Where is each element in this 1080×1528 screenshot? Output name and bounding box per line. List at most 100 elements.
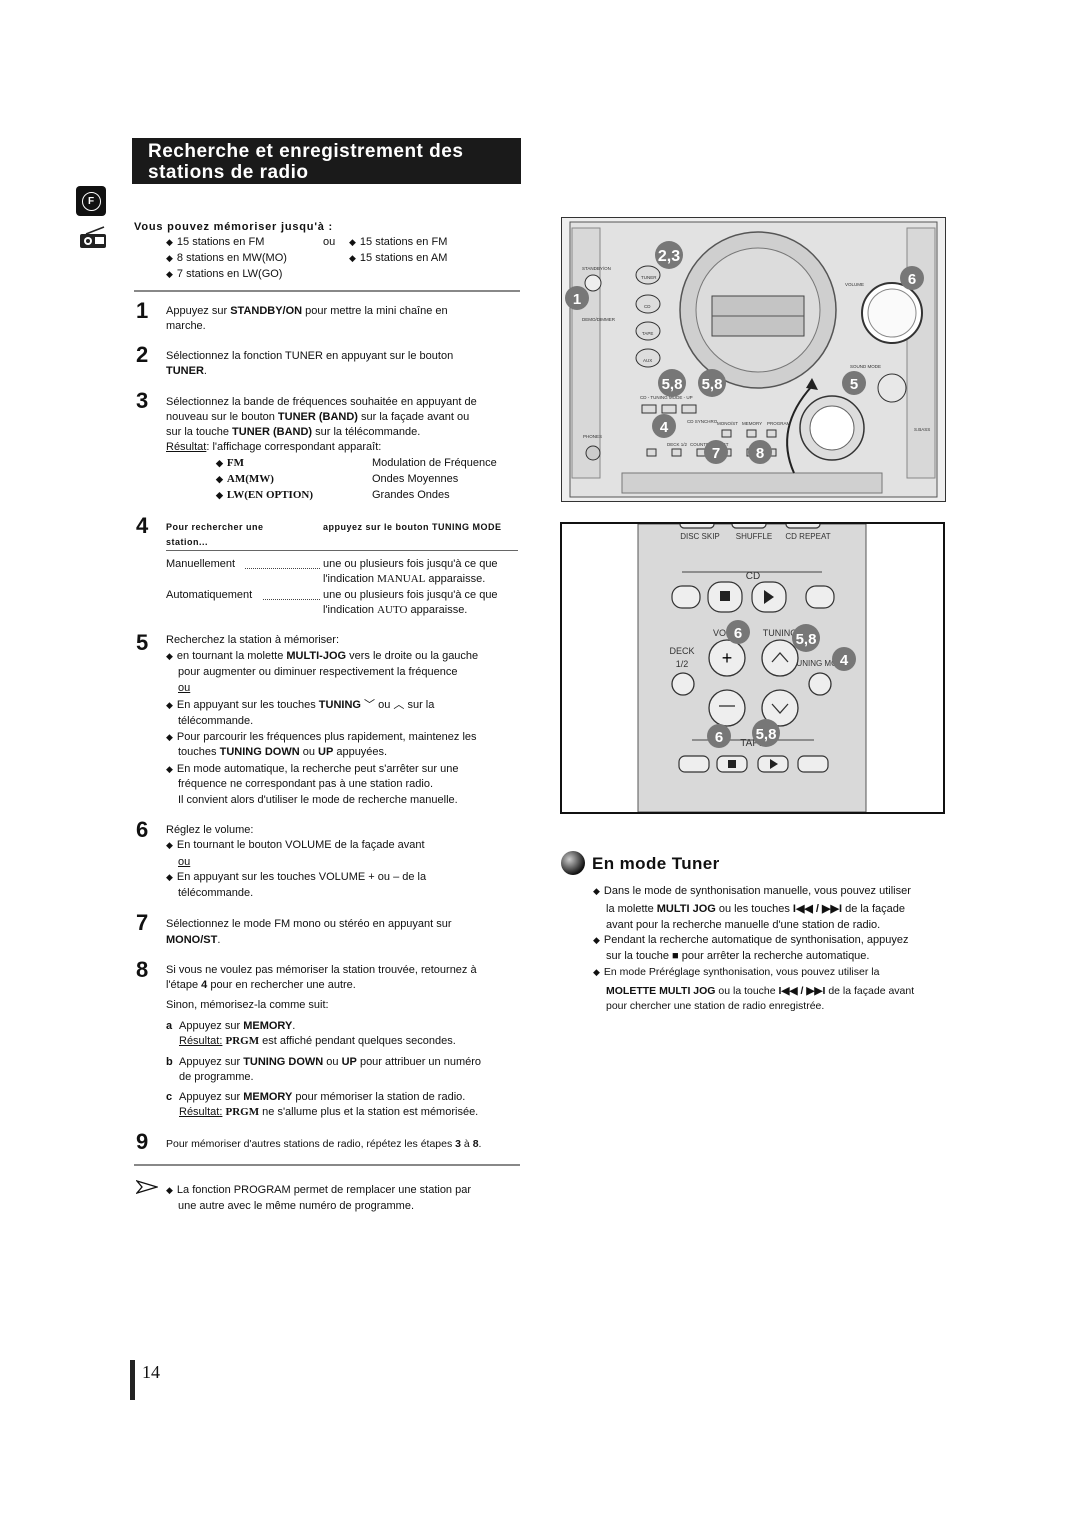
substep-letter-a: a <box>166 1020 173 1032</box>
en-mode-p3-cont-2: pour chercher une station de radio enreg… <box>606 1000 825 1012</box>
step-2-text-cont: TUNER. <box>166 365 207 377</box>
substep-a: Appuyez sur MEMORY. <box>179 1020 296 1032</box>
step-6-line-1: Réglez le volume: <box>166 824 254 836</box>
memory-heading: Vous pouvez mémoriser jusqu'à : <box>134 221 333 233</box>
substep-c: Appuyez sur MEMORY pour mémoriser la sta… <box>179 1091 466 1103</box>
title-bar <box>132 138 521 184</box>
step-number-6: 6 <box>136 817 149 842</box>
svg-text:PHONES: PHONES <box>583 434 602 439</box>
svg-text:5,8: 5,8 <box>796 631 817 648</box>
step-5-bullet-4: En mode automatique, la recherche peut s… <box>166 762 459 776</box>
svg-text:TAPE: TAPE <box>642 331 653 336</box>
manual-label: Manuellement <box>166 558 236 570</box>
step-4-header-left-2: station... <box>166 537 209 547</box>
band-lw: LW(EN OPTION) <box>216 488 313 502</box>
svg-text:MEMORY: MEMORY <box>742 421 762 426</box>
svg-text:5,8: 5,8 <box>662 376 683 393</box>
radio-icon <box>80 226 106 248</box>
svg-text:CD SYNCHRO: CD SYNCHRO <box>687 419 718 424</box>
svg-text:MONO/ST: MONO/ST <box>717 421 738 426</box>
step-4-rule <box>166 550 518 551</box>
svg-text:6: 6 <box>734 625 742 642</box>
step-number-1: 1 <box>136 298 149 323</box>
step-5-line-1: Recherchez la station à mémoriser: <box>166 634 340 646</box>
auto-desc: une ou plusieurs fois jusqu'à ce que <box>323 589 498 601</box>
svg-text:DECK: DECK <box>669 646 694 656</box>
leader-dots <box>263 591 320 600</box>
title-line-1: Recherche et enregistrement des <box>148 141 464 162</box>
page-number-bar <box>130 1360 135 1400</box>
substep-letter-b: b <box>166 1056 173 1068</box>
band-am: AM(MW) <box>216 472 274 486</box>
language-badge: F <box>76 186 106 216</box>
substep-a-result: Résultat: PRGM est affiché pendant quelq… <box>179 1035 456 1047</box>
step-5-bullet-4-cont: fréquence ne correspondant pas à une sta… <box>178 778 434 790</box>
svg-text:CD - TUNING MODE - UP: CD - TUNING MODE - UP <box>640 395 693 400</box>
en-mode-p2-cont: sur la touche ■ pour arrêter la recherch… <box>606 950 870 962</box>
svg-text:VOL: VOL <box>713 628 731 638</box>
svg-text:CD REPEAT: CD REPEAT <box>785 532 830 541</box>
svg-text:4: 4 <box>660 419 669 436</box>
band-fm: FM <box>216 456 244 470</box>
substep-c-result: Résultat: PRGM ne s'allume plus et la st… <box>179 1106 479 1118</box>
svg-text:PROGRAM: PROGRAM <box>767 421 791 426</box>
svg-text:AUX: AUX <box>643 358 652 363</box>
remote-drawing: DISC SKIP SHUFFLE CD REPEAT CD VOL TUNIN… <box>637 524 867 812</box>
en-mode-p3-cont: MOLETTE MULTI JOG ou la touche I◀◀ / ▶▶I… <box>606 985 915 997</box>
memory-right-1: 15 stations en FM <box>349 235 447 249</box>
step-5-bullet-3: Pour parcourir les fréquences plus rapid… <box>166 730 477 744</box>
substep-b: Appuyez sur TUNING DOWN ou UP pour attri… <box>179 1056 482 1068</box>
svg-text:TAPE: TAPE <box>740 738 766 749</box>
step-5-bullet-4-cont-2: Il convient alors d'utiliser le mode de … <box>178 794 458 806</box>
front-panel-illustration <box>561 217 946 502</box>
section-bullet-icon <box>561 851 585 875</box>
svg-text:DECK 1/2: DECK 1/2 <box>667 442 688 447</box>
language-letter: F <box>81 191 101 211</box>
svg-text:+: + <box>722 648 733 668</box>
en-mode-p1-cont: la molette MULTI JOG ou les touches I◀◀ … <box>606 903 906 915</box>
note-text-cont: une autre avec le même numéro de program… <box>178 1200 415 1212</box>
divider <box>134 1164 520 1166</box>
step-number-4: 4 <box>136 513 149 538</box>
svg-text:6: 6 <box>715 729 723 746</box>
en-mode-p1: Dans le mode de synthonisation manuelle,… <box>593 884 911 898</box>
memory-right-2: 15 stations en AM <box>349 251 447 265</box>
step-9-text: Pour mémoriser d'autres stations de radi… <box>166 1138 482 1150</box>
memory-left-2: 8 stations en MW(MO) <box>166 251 287 265</box>
step-8-line-2: l'étape 4 pour en rechercher une autre. <box>166 979 356 991</box>
step-8-line-1: Si vous ne voulez pas mémoriser la stati… <box>166 964 477 976</box>
svg-text:1/2: 1/2 <box>676 659 689 669</box>
step-6-or: ou <box>178 856 191 868</box>
svg-text:5: 5 <box>850 376 858 393</box>
svg-text:5,8: 5,8 <box>756 726 777 743</box>
en-mode-p3: En mode Préréglage synthonisation, vous … <box>593 965 880 979</box>
svg-text:STANDBY/ON: STANDBY/ON <box>582 266 611 271</box>
step-5-bullet-2-cont: télécommande. <box>178 715 254 727</box>
step-number-5: 5 <box>136 630 149 655</box>
front-panel-drawing: STANDBY/ON TUNER CD TAPE AUX VOLUME SOUN… <box>562 218 945 501</box>
step-5-bullet-3-cont: touches TUNING DOWN ou UP appuyées. <box>178 746 388 758</box>
svg-text:VOLUME: VOLUME <box>845 282 864 287</box>
svg-text:1: 1 <box>573 291 581 308</box>
substep-b-cont: de programme. <box>179 1071 254 1083</box>
step-5-bullet-2: En appuyant sur les touches TUNING ﹀ ou … <box>166 698 434 712</box>
auto-desc-2: l'indication AUTO apparaisse. <box>323 604 468 616</box>
chevron-up-icon: ︿ <box>393 699 405 711</box>
step-7-line-2: MONO/ST. <box>166 934 221 946</box>
step-4-header-right: appuyez sur le bouton TUNING MODE <box>323 522 502 532</box>
memory-or: ou <box>323 236 336 248</box>
step-3-line-2: nouveau sur le bouton TUNER (BAND) sur l… <box>166 411 470 423</box>
title-line-2: stations de radio <box>148 162 309 183</box>
leader-dots <box>245 560 320 569</box>
svg-text:S.BASS: S.BASS <box>914 427 930 432</box>
chevron-down-icon: ﹀ <box>364 699 376 711</box>
svg-text:TUNING MODE: TUNING MODE <box>792 659 849 668</box>
svg-text:6: 6 <box>908 271 916 288</box>
step-number-2: 2 <box>136 342 149 367</box>
svg-text:5,8: 5,8 <box>702 376 723 393</box>
remote-illustration <box>560 522 945 814</box>
step-1-text: Appuyez sur STANDBY/ON pour mettre la mi… <box>166 305 448 317</box>
svg-text:DEMO/DIMMER: DEMO/DIMMER <box>582 317 616 322</box>
svg-text:4: 4 <box>840 652 849 669</box>
note-arrow-icon <box>136 1180 158 1194</box>
